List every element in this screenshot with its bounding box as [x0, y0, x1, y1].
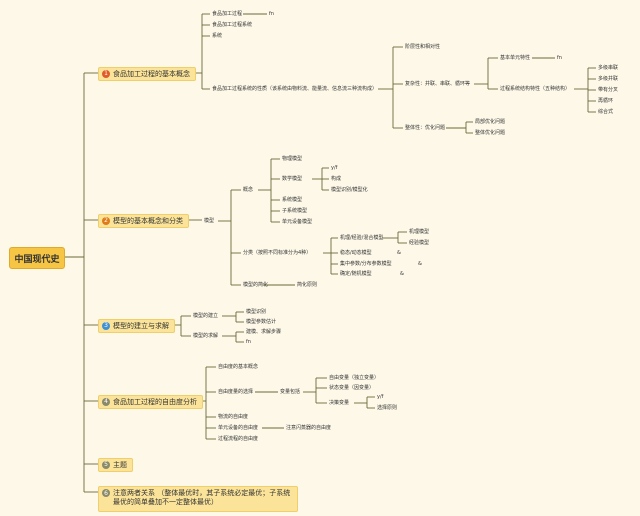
b2-simplification[interactable]: 模型的简化: [243, 282, 269, 288]
b4-var-free[interactable]: 自由变量（独立变量）: [329, 375, 380, 381]
b1-struct-series[interactable]: 多级串联: [598, 65, 619, 71]
branch-4-node[interactable]: 4 食品加工过程的自由度分析: [98, 395, 203, 409]
b1-struct-combined[interactable]: 综合式: [598, 109, 614, 115]
b1-item-system[interactable]: 系统: [212, 33, 223, 39]
branch-label: 主题: [113, 461, 127, 469]
b4-var-state[interactable]: 状态变量（因变量）: [329, 385, 375, 391]
branch-label: 食品加工过程的基本概念: [113, 70, 190, 78]
branch-label: 食品加工过程的自由度分析: [113, 398, 197, 406]
b3-build-estimate[interactable]: 模型参数估计: [246, 319, 277, 325]
b1-item-properties[interactable]: 食品加工过程系统的性质（该系统由物料流、能量流、信息流三种流构成）: [212, 86, 378, 92]
b2-concept-system[interactable]: 系统模型: [282, 197, 303, 203]
b3-build-identify[interactable]: 模型识别: [246, 309, 267, 315]
b2-class-lumped[interactable]: 集中参数/分布参数模型: [340, 261, 392, 267]
b2-concept-subsystem[interactable]: 子系统模型: [282, 208, 308, 214]
b1-opt-global[interactable]: 整体优化问题: [475, 130, 506, 136]
b4-flash-note[interactable]: 注意闪蒸器的自由度: [286, 425, 332, 431]
b4-dec-yf: y/f: [377, 394, 384, 400]
b2-concept-unit[interactable]: 单元设备模型: [282, 219, 313, 225]
b2-mech-model[interactable]: 机理模型: [409, 229, 430, 235]
branch-1-node[interactable]: 1 食品加工过程的基本概念: [98, 67, 196, 81]
b2-math-identification[interactable]: 模型识别/模型化: [331, 187, 368, 193]
b3-solve[interactable]: 模型的求解: [193, 333, 219, 339]
b2-empirical-model[interactable]: 经验模型: [409, 240, 430, 246]
number-badge: 3: [102, 322, 110, 330]
b3-build[interactable]: 模型的建立: [193, 313, 219, 319]
b2-lumped-amp: &: [418, 261, 422, 267]
b1-item-process[interactable]: 食品加工过程: [212, 11, 243, 17]
b2-concept[interactable]: 概念: [243, 187, 254, 193]
b2-simp-principle[interactable]: 简化原则: [297, 282, 318, 288]
b2-class-mechanism[interactable]: 机理/经验/混合模型: [340, 235, 384, 241]
b2-class-steady[interactable]: 稳态/动态模型: [340, 250, 372, 256]
branch-6-node[interactable]: 6 注意两者关系 （整体最优时，其子系统必定最优；子系统最优的简单叠加不一定整体…: [98, 486, 298, 512]
b1-struct-branch[interactable]: 带有分叉: [598, 87, 619, 93]
b1-complex-fn: fn: [557, 55, 562, 61]
b1-item-system-process[interactable]: 食品加工过程系统: [212, 22, 253, 28]
branch-label: 模型的基本概念和分类: [113, 217, 183, 225]
b2-concept-math[interactable]: 数学模型: [282, 176, 303, 182]
b1-prop-complexity[interactable]: 复杂性：并联、串联、循环等: [405, 81, 471, 87]
b2-concept-physical[interactable]: 物理模型: [282, 156, 303, 162]
branch-5-node[interactable]: 5 主题: [98, 458, 133, 472]
number-badge: 6: [102, 489, 110, 497]
b4-basic-concept[interactable]: 自由度的基本概念: [218, 364, 259, 370]
b1-prop-hierarchy[interactable]: 阶层性和相对性: [405, 44, 441, 50]
b2-math-composition[interactable]: 构成: [331, 176, 342, 182]
b3-solve-fn: fn: [246, 339, 251, 345]
b2-class-deterministic[interactable]: 确定/随机模型: [340, 271, 372, 277]
b1-fn: fn: [269, 11, 274, 17]
branch-label: 注意两者关系 （整体最优时，其子系统必定最优；子系统最优的简单叠加不一定整体最优…: [113, 489, 291, 506]
branch-label: 模型的建立与求解: [113, 322, 169, 330]
number-badge: 5: [102, 461, 110, 469]
number-badge: 1: [102, 70, 110, 78]
root-node[interactable]: 中国现代史: [9, 247, 65, 269]
b1-struct-parallel[interactable]: 多级并联: [598, 76, 619, 82]
b4-process-dof[interactable]: 过程流程的自由度: [218, 436, 259, 442]
b2-classification[interactable]: 分类（按照不同标准分为4种）: [243, 250, 312, 256]
b4-vars-include[interactable]: 变量包括: [280, 389, 301, 395]
b4-unit-dof[interactable]: 单元设备的自由度: [218, 425, 259, 431]
b1-complex-structure[interactable]: 过程系统结构特性（五种结构）: [500, 86, 571, 92]
branch-3-node[interactable]: 3 模型的建立与求解: [98, 319, 175, 333]
b1-opt-local[interactable]: 局部优化问题: [475, 119, 506, 125]
b2-model[interactable]: 模型: [204, 218, 215, 224]
b2-math-yf: y/f: [331, 165, 338, 171]
number-badge: 2: [102, 217, 110, 225]
b4-dof-selection[interactable]: 自由度量的选择: [218, 389, 254, 395]
b3-solve-steps[interactable]: 建模、求解步骤: [246, 329, 282, 335]
b1-complex-unit[interactable]: 基本单元特性: [500, 55, 531, 61]
b1-prop-integrity[interactable]: 整体性：优化问题: [405, 125, 446, 131]
b4-dec-principle[interactable]: 选择原则: [377, 405, 398, 411]
b2-steady-amp: &: [397, 250, 401, 256]
b4-var-decision[interactable]: 决策变量: [329, 400, 350, 406]
branch-2-node[interactable]: 2 模型的基本概念和分类: [98, 214, 189, 228]
b4-stream-dof[interactable]: 物流的自由度: [218, 414, 249, 420]
b2-determ-amp: &: [400, 271, 404, 277]
number-badge: 4: [102, 398, 110, 406]
b1-struct-recycle[interactable]: 再循环: [598, 98, 614, 104]
